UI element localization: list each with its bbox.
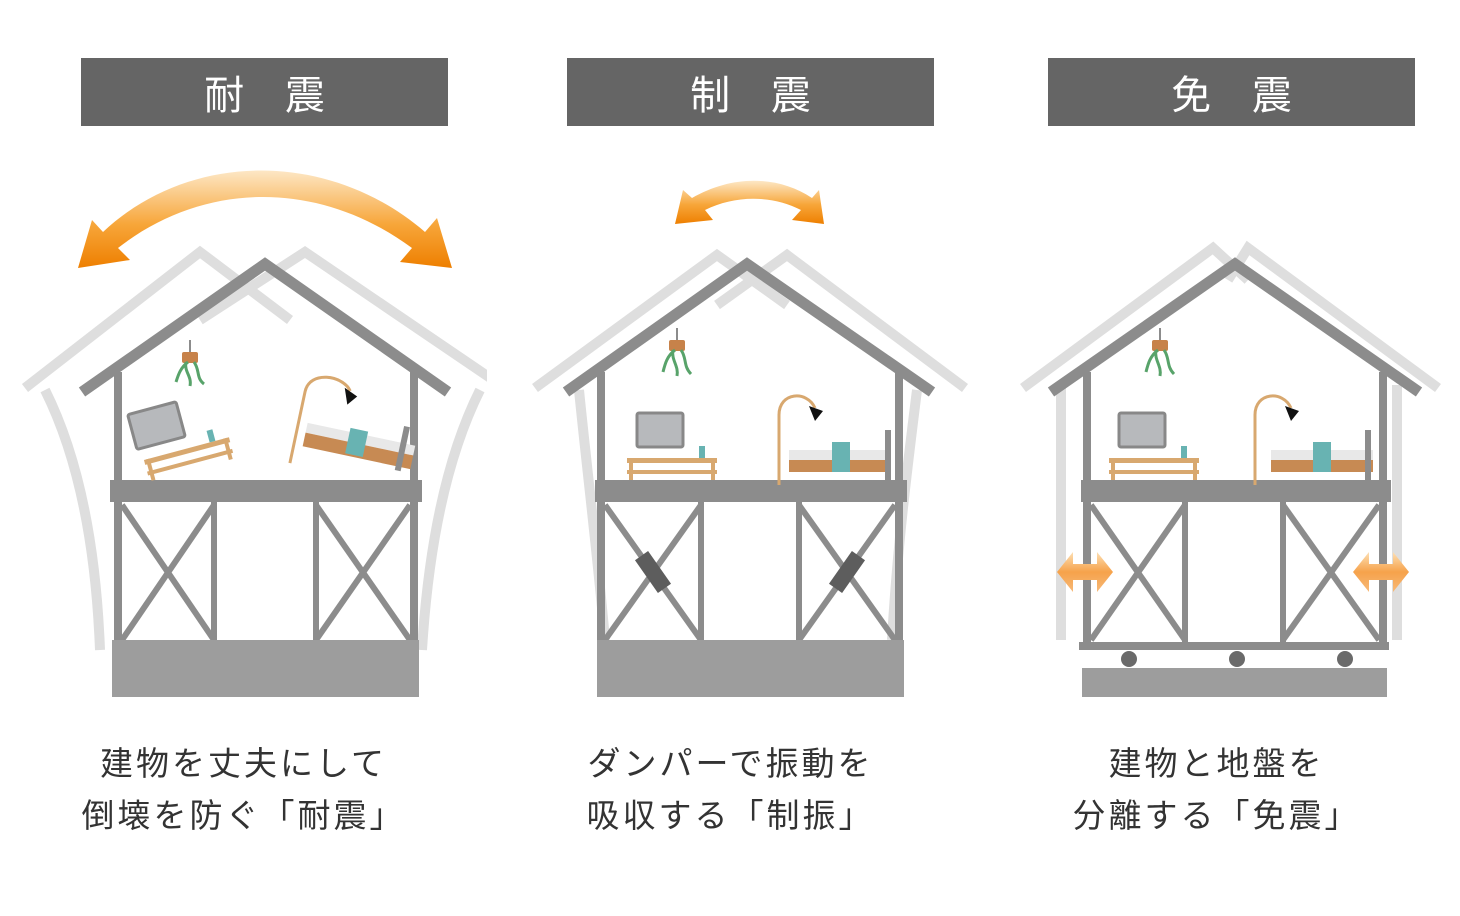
panel-seishin: 制 震 <box>487 0 974 916</box>
caption-line-2: 吸収する「制振」 <box>586 796 875 835</box>
floor-beam <box>1081 480 1391 502</box>
hanging-plant <box>1144 328 1176 377</box>
floor-beam <box>595 480 907 502</box>
ghost-outline-left <box>21 245 294 651</box>
hanging-plant <box>661 328 693 377</box>
tv-stand <box>627 411 717 480</box>
side-arrow-right <box>1353 552 1409 592</box>
caption-line-1: 建物と地盤を <box>1108 744 1325 783</box>
caption-line-1: 建物を丈夫にして <box>99 744 387 783</box>
tv-stand-tilted <box>126 400 234 481</box>
isolator-roller-center <box>1229 651 1245 667</box>
foundation <box>112 640 419 697</box>
roof <box>1047 257 1423 397</box>
lamp-bed <box>1253 394 1373 485</box>
hanging-plant <box>174 340 206 387</box>
wall-right <box>895 372 903 690</box>
caption-taishin: 建物を丈夫にして 倒壊を防ぐ「耐震」 <box>0 738 487 842</box>
damper-left <box>634 551 672 593</box>
lamp-bed <box>777 394 891 485</box>
panel-taishin: 耐 震 <box>0 0 487 916</box>
foundation <box>597 640 904 697</box>
wall-right <box>1379 372 1387 647</box>
lamp-bed-tilted <box>288 375 416 472</box>
house-illustration-menshin <box>1020 240 1441 697</box>
sway-arrow-large <box>78 170 452 268</box>
sway-arrow-small <box>675 180 824 224</box>
panel-menshin: 免 震 <box>973 0 1460 916</box>
title-menshin: 免 震 <box>1048 58 1415 126</box>
wall-left <box>114 372 122 690</box>
base-sill <box>1079 642 1389 650</box>
caption-line-1: ダンパーで振動を <box>587 744 874 783</box>
caption-seishin: ダンパーで振動を 吸収する「制振」 <box>487 738 974 842</box>
caption-line-2: 倒壊を防ぐ「耐震」 <box>81 796 406 835</box>
caption-line-2: 分離する「免震」 <box>1072 796 1361 835</box>
ghost-outline-right <box>197 245 487 651</box>
lower-frame <box>1088 502 1382 645</box>
wall-left <box>597 372 605 690</box>
title-taishin: 耐 震 <box>81 58 448 126</box>
house-illustration-seishin <box>532 180 968 697</box>
roof <box>78 257 452 397</box>
isolator-roller-left <box>1121 651 1137 667</box>
ground-slab <box>1082 668 1387 697</box>
wall-right <box>410 372 418 690</box>
title-seishin: 制 震 <box>567 58 934 126</box>
house-illustration-taishin <box>21 170 487 697</box>
wall-left <box>1083 372 1091 647</box>
lower-frame <box>119 502 413 645</box>
damper-right <box>828 551 866 593</box>
tv-stand <box>1109 411 1199 480</box>
caption-menshin: 建物と地盤を 分離する「免震」 <box>973 738 1460 842</box>
side-arrow-left <box>1057 552 1113 592</box>
roof <box>562 257 936 397</box>
isolator-roller-right <box>1337 651 1353 667</box>
floor-beam <box>110 480 422 502</box>
